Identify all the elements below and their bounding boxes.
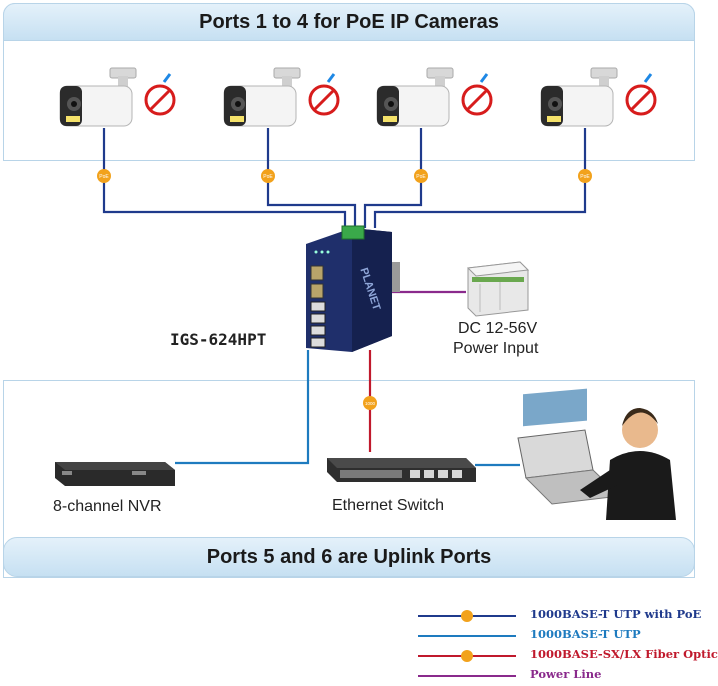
network-diagram: PoE PoE PoE PoE 1000 (55, 67, 676, 677)
poe-badge-2 (261, 169, 275, 183)
poe-badge-text-1: PoE (99, 174, 109, 180)
ethernet-switch-label: Ethernet Switch (332, 497, 445, 514)
legend-badge-fiber (461, 650, 473, 662)
power-supply-icon (466, 261, 530, 317)
legend-item-power: Power Line (418, 666, 700, 686)
legend-item-fiber: 1000BASE-SX/LX Fiber Optic (418, 646, 718, 666)
poe-links (102, 128, 587, 228)
power-input-line1: DC 12-56V (458, 320, 538, 337)
uplink-header: Ports 5 and 6 are Uplink Ports (3, 537, 695, 577)
nvr-icon (55, 462, 175, 486)
poe-link-camera-1 (102, 128, 347, 228)
ethernet-switch-icon (327, 458, 476, 482)
legend-label-power: Power Line (530, 667, 602, 681)
nvr-label: 8-channel NVR (53, 498, 162, 515)
poe-badge-text-4: PoE (580, 174, 590, 180)
user-laptop-icon (517, 388, 676, 520)
poe-badge-4 (578, 169, 592, 183)
poe-badge-text-3: PoE (416, 174, 426, 180)
fiber-badge (363, 396, 377, 410)
poe-badge-3 (414, 169, 428, 183)
ip-camera-icon (223, 67, 340, 127)
cameras-header: Ports 1 to 4 for PoE IP Cameras (3, 3, 695, 41)
poe-badge-1 (97, 169, 111, 183)
utp-links (175, 350, 520, 467)
poe-link-camera-3 (363, 128, 423, 228)
ip-camera-icon (376, 67, 493, 127)
switch-model-label: IGS-624HPT (170, 330, 267, 349)
poe-badges: PoE PoE PoE PoE (97, 169, 592, 183)
legend-label-utp: 1000BASE-T UTP (530, 627, 641, 641)
power-input-line2: Power Input (453, 340, 539, 357)
legend-label-fiber: 1000BASE-SX/LX Fiber Optic (530, 647, 718, 661)
poe-badge-text-2: PoE (263, 174, 273, 180)
legend-item-poe: 1000BASE-T UTP with PoE (418, 606, 702, 626)
legend-symbols (418, 610, 516, 677)
ip-camera-icon (59, 67, 176, 127)
utp-link-nvr (175, 350, 310, 465)
legend: 1000BASE-T UTP with PoE 1000BASE-T UTP 1… (418, 606, 718, 686)
industrial-switch-icon (306, 225, 400, 352)
legend-label-poe: 1000BASE-T UTP with PoE (530, 607, 702, 621)
poe-link-camera-4 (373, 128, 587, 228)
legend-badge-poe (461, 610, 473, 622)
ip-camera-icon (540, 67, 657, 127)
fiber-badge-text: 1000 (365, 401, 376, 406)
legend-item-utp: 1000BASE-T UTP (418, 626, 700, 646)
poe-link-camera-2 (266, 128, 357, 228)
